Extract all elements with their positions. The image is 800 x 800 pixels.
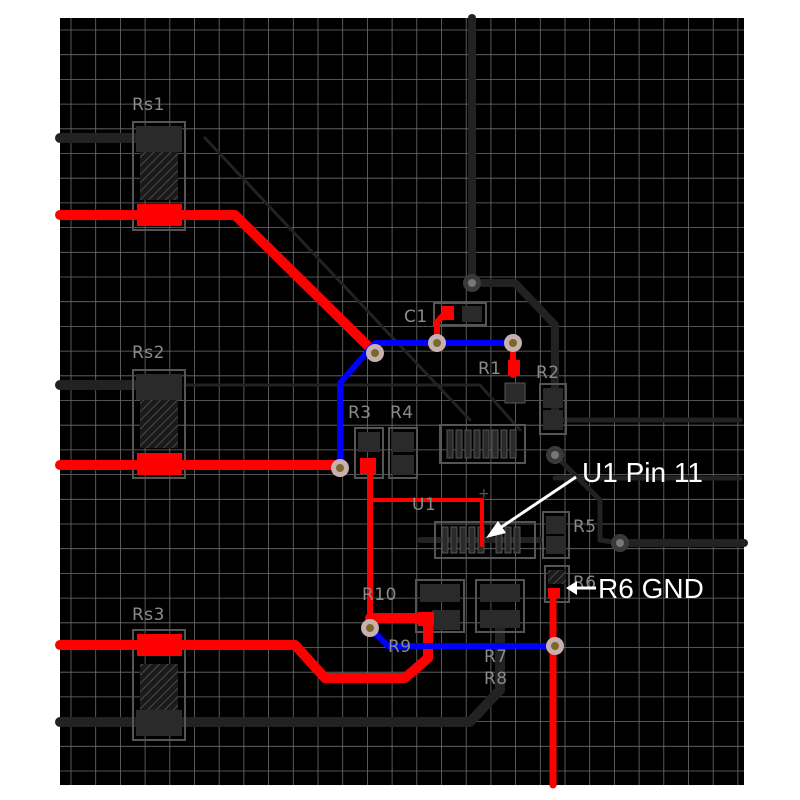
rs3-pad-red (137, 634, 182, 656)
label-rs3: Rs3 (132, 605, 165, 625)
label-r1: R1 (478, 359, 502, 379)
rs1-pad-red (137, 204, 182, 226)
u1-upper-body (439, 424, 526, 464)
rs1-pad-top (136, 126, 182, 152)
rs2-body (140, 400, 178, 448)
r6-pad-red (548, 588, 560, 598)
r6-outline (544, 565, 570, 603)
r1-pad-red (508, 360, 520, 376)
r2-outline (539, 383, 567, 435)
via-hole (433, 339, 441, 347)
label-r4: R4 (390, 403, 414, 423)
r10-pad-top (420, 584, 460, 602)
rs2-outline (132, 369, 186, 479)
r7-outline (475, 579, 525, 633)
via-hole (371, 349, 379, 357)
r10-outline (415, 579, 465, 633)
label-r10: R10 (362, 585, 397, 605)
label-r2: R2 (536, 363, 560, 383)
c1-pad-right (462, 306, 482, 322)
label-u1: U1 (412, 495, 436, 515)
rs1-net-trace (55, 210, 380, 358)
r5-outline (542, 511, 570, 559)
r6-body (548, 570, 566, 584)
u1-upper-pins (446, 429, 517, 459)
via-hole (366, 624, 374, 632)
r4-pad-top (392, 432, 414, 452)
label-rs2: Rs2 (132, 343, 165, 363)
r9-pad (432, 610, 460, 630)
label-r9: R9 (388, 637, 412, 657)
rs1-body (140, 152, 178, 200)
via-hole (616, 539, 624, 547)
r3-pad-red (360, 458, 376, 474)
via-hole (551, 642, 559, 650)
r3-pad (358, 432, 380, 452)
r4-outline (388, 427, 418, 479)
via-hole (468, 279, 476, 287)
footprint-pads: + (132, 121, 570, 741)
r7-pad-bottom (480, 610, 520, 628)
rs3-outline (132, 629, 186, 741)
r4-pad-bottom (392, 455, 414, 475)
c1-outline (433, 302, 487, 326)
u1-plus-marker: + (478, 486, 490, 502)
vias (331, 274, 629, 655)
grid-lines (60, 18, 744, 785)
label-rs1: Rs1 (132, 95, 165, 115)
via-hole (336, 464, 344, 472)
label-r7: R7 (484, 647, 508, 667)
rs3-pad-bottom (136, 710, 182, 736)
r2-pad-bottom (543, 410, 563, 430)
r2-pad-top (543, 388, 563, 408)
r7-pad-top (480, 584, 520, 602)
label-r3: R3 (348, 403, 372, 423)
r1-pad (504, 382, 526, 404)
r9-pad-red (418, 612, 434, 626)
r6-gnd-arrow-head (566, 581, 577, 595)
label-r5: R5 (573, 517, 597, 537)
rs1-outline (132, 121, 186, 231)
u1-pin11-arrow-head (486, 521, 506, 538)
annotations: U1 Pin 11 R6 GND (486, 457, 704, 604)
rs2-pad-red (137, 453, 182, 475)
label-r8: R8 (484, 669, 508, 689)
annotation-u1-pin11: U1 Pin 11 (582, 457, 703, 488)
via-hole (509, 339, 517, 347)
rs2-pad-top (136, 374, 182, 400)
r5-pad-top (546, 516, 566, 534)
via-hole (551, 451, 559, 459)
u1-pin11-arrow-line (496, 475, 577, 532)
rs3-body (140, 664, 178, 710)
top-copper-pads (137, 204, 560, 656)
c1-pad-red (442, 306, 454, 320)
label-c1: C1 (404, 307, 428, 327)
silkscreen-labels: Rs1 Rs2 Rs3 C1 R1 R2 R3 R4 U1 R5 R6 R10 … (132, 95, 597, 689)
u1-lower-body (434, 521, 536, 559)
annotation-r6-gnd: R6 GND (598, 573, 704, 604)
r5-pad-bottom (546, 536, 566, 554)
